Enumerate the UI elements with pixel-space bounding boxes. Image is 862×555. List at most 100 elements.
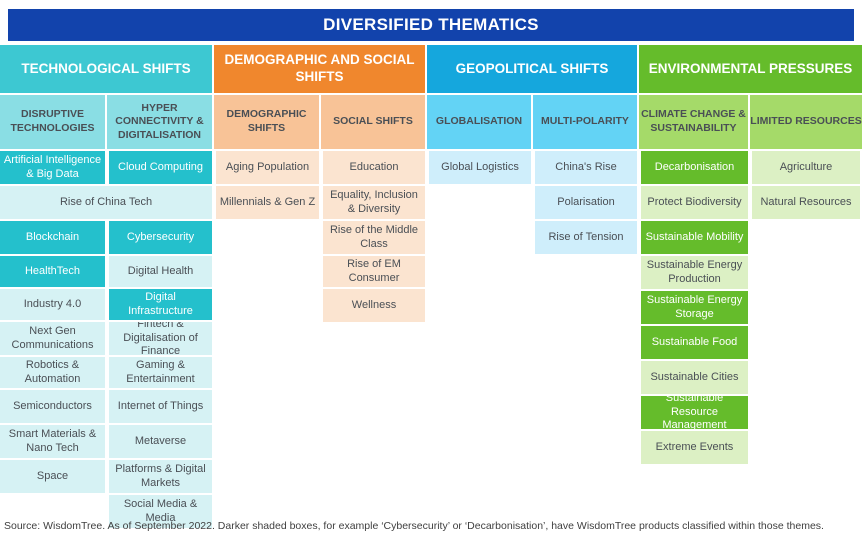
pillar-header-label: TECHNOLOGICAL SHIFTS bbox=[21, 60, 191, 76]
theme-cell[interactable]: Rise of EM Consumer bbox=[323, 256, 425, 287]
theme-cell[interactable]: Global Logistics bbox=[429, 151, 531, 184]
theme-cell[interactable]: Industry 4.0 bbox=[0, 289, 105, 320]
theme-cell-rise-of-china-tech[interactable]: Rise of China Tech bbox=[0, 186, 212, 219]
theme-cell[interactable]: Semiconductors bbox=[0, 390, 105, 423]
theme-cell-label: Sustainable Mobility bbox=[645, 230, 744, 243]
theme-cell-label: Millennials & Gen Z bbox=[219, 195, 316, 208]
subtheme-header-7[interactable]: LIMITED RESOURCES bbox=[750, 95, 862, 149]
theme-cell[interactable]: Internet of Things bbox=[109, 390, 212, 423]
theme-cell[interactable]: Cybersecurity bbox=[109, 221, 212, 254]
subtheme-header-label: CLIMATE CHANGE & SUSTAINABILITY bbox=[641, 108, 746, 134]
theme-cell[interactable]: Smart Materials & Nano Tech bbox=[0, 425, 105, 458]
theme-cell-label: Robotics & Automation bbox=[24, 359, 81, 385]
subtheme-header-3[interactable]: SOCIAL SHIFTS bbox=[321, 95, 427, 149]
theme-column-globalisation: Global Logistics bbox=[429, 151, 533, 186]
theme-cell[interactable]: Artificial Intelligence & Big Data bbox=[0, 151, 105, 184]
theme-cell[interactable]: Rise of Tension bbox=[535, 221, 637, 254]
subtheme-header-0[interactable]: DISRUPTIVE TECHNOLOGIES bbox=[0, 95, 107, 149]
subtheme-header-1[interactable]: HYPER CONNECTIVITY & DIGITALISATION bbox=[107, 95, 214, 149]
theme-cell-label: Digital Health bbox=[127, 264, 194, 277]
theme-cell-label: Natural Resources bbox=[760, 195, 852, 208]
theme-cell[interactable]: Fintech & Digitalisation of Finance bbox=[109, 322, 212, 355]
theme-cell-label: Protect Biodiversity bbox=[647, 195, 742, 208]
theme-cell[interactable]: Sustainable Energy Storage bbox=[641, 291, 748, 324]
theme-cell[interactable]: Space bbox=[0, 460, 105, 493]
theme-cell[interactable]: Digital Health bbox=[109, 256, 212, 287]
theme-cell[interactable]: Gaming & Entertainment bbox=[109, 357, 212, 388]
subtheme-header-label: MULTI-POLARITY bbox=[541, 115, 629, 128]
theme-cell-label: Metaverse bbox=[134, 434, 187, 447]
theme-cell-label: Cybersecurity bbox=[126, 230, 195, 243]
theme-cell[interactable]: Sustainable Energy Production bbox=[641, 256, 748, 289]
theme-cell-label: Space bbox=[36, 469, 69, 482]
theme-cell[interactable]: Sustainable Food bbox=[641, 326, 748, 359]
subtheme-header-label: HYPER CONNECTIVITY & DIGITALISATION bbox=[115, 101, 204, 141]
subtheme-header-label: DISRUPTIVE TECHNOLOGIES bbox=[10, 108, 95, 134]
theme-cell[interactable]: Sustainable Resource Management bbox=[641, 396, 748, 429]
subtheme-header-6[interactable]: CLIMATE CHANGE & SUSTAINABILITY bbox=[639, 95, 750, 149]
theme-cell-label: Next Gen Communications bbox=[11, 325, 94, 351]
theme-cell-label: Industry 4.0 bbox=[23, 297, 82, 310]
theme-cell-label: HealthTech bbox=[24, 264, 81, 277]
theme-cell[interactable]: Equality, Inclusion & Diversity bbox=[323, 186, 425, 219]
theme-cell-label: Polarisation bbox=[557, 195, 615, 208]
theme-cell-label: Rise of EM Consumer bbox=[347, 258, 401, 284]
theme-cell-label: Gaming & Entertainment bbox=[126, 359, 195, 385]
theme-cell[interactable]: Sustainable Mobility bbox=[641, 221, 748, 254]
theme-cell-label: Blockchain bbox=[25, 230, 80, 243]
pillar-header-label: DEMOGRAPHIC AND SOCIAL SHIFTS bbox=[224, 52, 415, 84]
theme-cell[interactable]: Extreme Events bbox=[641, 431, 748, 464]
theme-cell[interactable]: Education bbox=[323, 151, 425, 184]
subtheme-header-label: SOCIAL SHIFTS bbox=[333, 115, 413, 128]
theme-cell[interactable]: Cloud Computing bbox=[109, 151, 212, 184]
theme-cell-label: China's Rise bbox=[555, 160, 617, 173]
pillar-header-0[interactable]: TECHNOLOGICAL SHIFTS bbox=[0, 45, 214, 93]
theme-cell-label: Sustainable Energy Storage bbox=[646, 294, 743, 320]
pillar-header-label: ENVIRONMENTAL PRESSURES bbox=[648, 60, 853, 76]
theme-cell-label: Rise of Tension bbox=[548, 230, 624, 243]
main-title-bar: DIVERSIFIED THEMATICS bbox=[8, 9, 854, 41]
pillar-header-1[interactable]: DEMOGRAPHIC AND SOCIAL SHIFTS bbox=[214, 45, 427, 93]
theme-cell[interactable]: Platforms & Digital Markets bbox=[109, 460, 212, 493]
pillar-header-3[interactable]: ENVIRONMENTAL PRESSURES bbox=[639, 45, 862, 93]
theme-cell[interactable]: Millennials & Gen Z bbox=[216, 186, 319, 219]
subtheme-header-row: DISRUPTIVE TECHNOLOGIES HYPER CONNECTIVIT… bbox=[0, 95, 862, 149]
subtheme-header-2[interactable]: DEMOGRAPHIC SHIFTS bbox=[214, 95, 321, 149]
theme-cell[interactable]: Decarbonisation bbox=[641, 151, 748, 184]
theme-cell-label: Extreme Events bbox=[655, 440, 734, 453]
theme-cell[interactable]: Protect Biodiversity bbox=[641, 186, 748, 219]
pillar-header-2[interactable]: GEOPOLITICAL SHIFTS bbox=[427, 45, 639, 93]
theme-cell[interactable]: Aging Population bbox=[216, 151, 319, 184]
theme-cell[interactable]: Rise of the Middle Class bbox=[323, 221, 425, 254]
pillar-header-row: TECHNOLOGICAL SHIFTS DEMOGRAPHIC AND SOCI… bbox=[0, 45, 862, 93]
theme-cell[interactable]: Agriculture bbox=[752, 151, 860, 184]
theme-cell[interactable]: Sustainable Cities bbox=[641, 361, 748, 394]
theme-cell[interactable]: Natural Resources bbox=[752, 186, 860, 219]
theme-cell[interactable]: Wellness bbox=[323, 289, 425, 322]
theme-cell[interactable]: Polarisation bbox=[535, 186, 637, 219]
theme-cell[interactable]: Metaverse bbox=[109, 425, 212, 458]
theme-cell-label: Semiconductors bbox=[13, 399, 92, 412]
theme-cell-label: Rise of China Tech bbox=[59, 195, 153, 208]
theme-cell-label: Aging Population bbox=[225, 160, 310, 173]
theme-cell[interactable]: Robotics & Automation bbox=[0, 357, 105, 388]
theme-cell[interactable]: Next Gen Communications bbox=[0, 322, 105, 355]
theme-cell-label: Sustainable Energy Production bbox=[646, 259, 743, 285]
theme-cell[interactable]: HealthTech bbox=[0, 256, 105, 287]
pillar-header-label: GEOPOLITICAL SHIFTS bbox=[455, 60, 609, 76]
theme-cell[interactable]: China's Rise bbox=[535, 151, 637, 184]
subtheme-header-label: LIMITED RESOURCES bbox=[750, 115, 862, 128]
theme-cell-label: Artificial Intelligence & Big Data bbox=[3, 154, 102, 180]
theme-cell-label: Wellness bbox=[351, 298, 397, 311]
subtheme-header-4[interactable]: GLOBALISATION bbox=[427, 95, 533, 149]
subtheme-header-5[interactable]: MULTI-POLARITY bbox=[533, 95, 639, 149]
theme-cell[interactable]: Blockchain bbox=[0, 221, 105, 254]
subtheme-header-label: GLOBALISATION bbox=[435, 115, 523, 128]
theme-cell[interactable]: Digital Infrastructure bbox=[109, 289, 212, 320]
theme-cell[interactable]: Social Media & Media bbox=[109, 495, 212, 528]
theme-cell-label: Cloud Computing bbox=[118, 160, 203, 173]
